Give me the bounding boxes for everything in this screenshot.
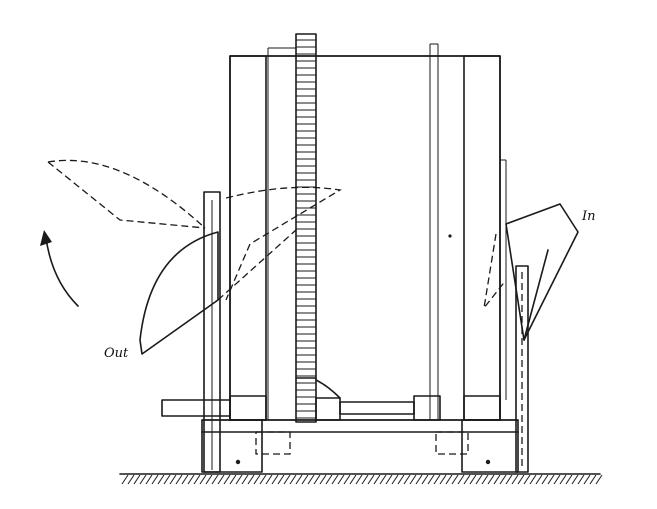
ground-hatch-mark	[169, 474, 177, 485]
ground-hatch-mark	[181, 474, 189, 485]
ground-hatch-mark	[157, 474, 165, 485]
ground-hatch-mark	[289, 474, 297, 485]
ground-hatch-mark	[217, 474, 225, 485]
ground-hatch-mark	[391, 474, 399, 485]
ground-hatch-mark	[403, 474, 411, 485]
gear-wheel	[295, 33, 317, 423]
ground-hatch-mark	[163, 474, 171, 485]
ground-hatch-mark	[367, 474, 375, 485]
out-label: Out	[104, 346, 129, 361]
ground-hatch-mark	[445, 474, 453, 485]
ground-hatch-mark	[475, 474, 483, 485]
ground-hatch-mark	[481, 474, 489, 485]
ground-hatch-mark	[139, 474, 147, 485]
ground-hatch-mark	[373, 474, 381, 485]
ground-hatch-mark	[427, 474, 435, 485]
ground-hatch-mark	[133, 474, 141, 485]
ground-hatch-mark	[469, 474, 477, 485]
ground-hatch-mark	[493, 474, 501, 485]
ground-hatch-mark	[343, 474, 351, 485]
ground-hatch-mark	[583, 474, 591, 485]
ground-hatch-mark	[145, 474, 153, 485]
ground-hatch-mark	[247, 474, 255, 485]
ground-hatch-mark	[301, 474, 309, 485]
ground-hatch-mark	[565, 474, 573, 485]
ground-hatch-mark	[337, 474, 345, 485]
ground-hatch-mark	[529, 474, 537, 485]
ground-hatch-mark	[211, 474, 219, 485]
ground-hatch-mark	[541, 474, 549, 485]
ground-hatch-mark	[193, 474, 201, 485]
ground-hatch-mark	[235, 474, 243, 485]
ground-hatch-mark	[559, 474, 567, 485]
ground-hatch-mark	[517, 474, 525, 485]
ground-hatch-mark	[331, 474, 339, 485]
ground-hatch-mark	[379, 474, 387, 485]
ground-hatch-mark	[523, 474, 531, 485]
ground-hatch-mark	[439, 474, 447, 485]
barrel	[229, 43, 507, 421]
ground-hatch-mark	[253, 474, 261, 485]
ground-hatch-mark	[307, 474, 315, 485]
ground-hatch-mark	[121, 474, 129, 485]
ground-hatch-mark	[505, 474, 513, 485]
ground-hatch-mark	[127, 474, 135, 485]
ground-hatch-mark	[349, 474, 357, 485]
ground-hatch-mark	[457, 474, 465, 485]
ground-hatch-mark	[547, 474, 555, 485]
ground-hatch-mark	[397, 474, 405, 485]
curved-arrow-icon	[40, 230, 79, 307]
in-door	[483, 203, 579, 341]
ground-hatch-mark	[223, 474, 231, 485]
ground-hatch-mark	[361, 474, 369, 485]
ground-hatch-mark	[325, 474, 333, 485]
ground-hatch-mark	[451, 474, 459, 485]
ground-hatch-mark	[421, 474, 429, 485]
ground-hatch-mark	[151, 474, 159, 485]
ground-hatch-mark	[277, 474, 285, 485]
ground-hatch-mark	[487, 474, 495, 485]
ground-hatch-mark	[295, 474, 303, 485]
ground-hatch-mark	[283, 474, 291, 485]
ground-hatch-mark	[535, 474, 543, 485]
ground-hatch-mark	[187, 474, 195, 485]
ground-hatch-mark	[205, 474, 213, 485]
ground-hatch-mark	[259, 474, 267, 485]
drive-shaft	[161, 379, 501, 421]
in-label: In	[581, 209, 596, 224]
ground-hatch-mark	[511, 474, 519, 485]
ground-hatch-mark	[433, 474, 441, 485]
frame	[201, 191, 529, 473]
ground-hatch-mark	[577, 474, 585, 485]
ground-hatch-mark	[589, 474, 597, 485]
ground-hatch-mark	[595, 474, 603, 485]
ground-hatch-mark	[199, 474, 207, 485]
ground-hatch-mark	[409, 474, 417, 485]
ground-hatch-mark	[463, 474, 471, 485]
ground-hatch-mark	[415, 474, 423, 485]
ground-hatch-mark	[265, 474, 273, 485]
ground-hatch-mark	[229, 474, 237, 485]
ground-hatch-mark	[319, 474, 327, 485]
ground-hatch-mark	[175, 474, 183, 485]
ground-hatch-mark	[571, 474, 579, 485]
ground-hatch-mark	[313, 474, 321, 485]
ground-hatch-mark	[385, 474, 393, 485]
ground-hatch-mark	[499, 474, 507, 485]
ground-hatch-mark	[553, 474, 561, 485]
ground-hatch-mark	[355, 474, 363, 485]
ground	[119, 473, 603, 485]
ground-hatch-mark	[271, 474, 279, 485]
ground-hatch-mark	[241, 474, 249, 485]
out-door	[47, 159, 342, 355]
